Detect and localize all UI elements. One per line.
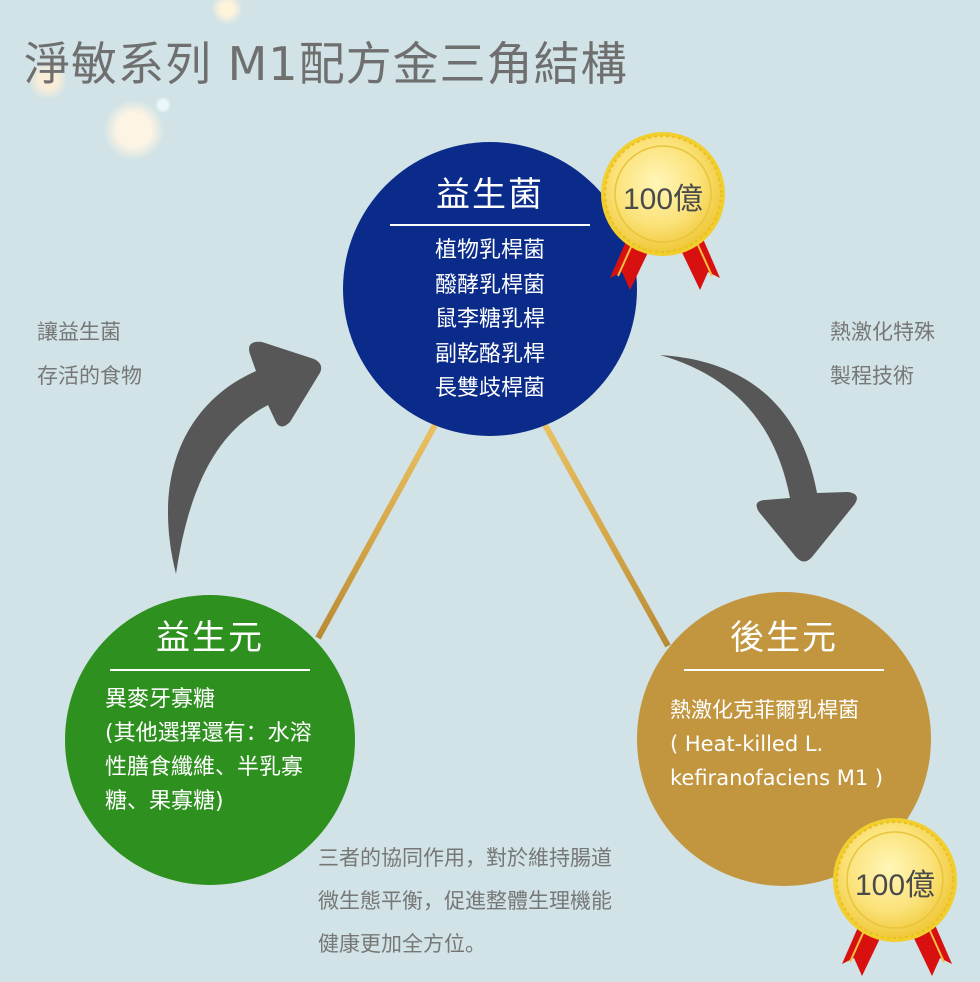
bokeh-decoration (30, 60, 66, 100)
curved-arrow-down-icon (660, 355, 857, 562)
prebiotic-note: 讓益生菌 存活的食物 (37, 310, 142, 398)
triangle-edge-right (542, 423, 671, 648)
gold-medal-ribbon-icon: 100億 (600, 132, 730, 292)
list-item: 長雙歧桿菌 (434, 376, 545, 401)
bokeh-decoration (155, 97, 171, 113)
list-item: 鼠李糖乳桿 (434, 307, 545, 332)
medal-label: 100億 (854, 869, 936, 902)
list-item: 醱酵乳桿菌 (434, 272, 545, 298)
prebiotic-text: 異麥牙寡糖 (其他選擇還有：水溶 性膳食纖維、半乳寡 糖、果寡糖) (65, 683, 355, 819)
text-line: 微生態平衡，促進整體生理機能 (318, 889, 612, 913)
prebiotic-circle: 益生元 異麥牙寡糖 (其他選擇還有：水溶 性膳食纖維、半乳寡 糖、果寡糖) (65, 595, 355, 885)
text-line: kefiranofaciens M1 ) (670, 766, 884, 790)
medal-graphic (833, 818, 957, 976)
text-line: 熱激化克菲爾乳桿菌 (670, 698, 859, 722)
bokeh-decoration (104, 100, 164, 160)
postbiotic-note: 熱激化特殊 製程技術 (830, 310, 935, 398)
page-title: 淨敏系列 M1配方金三角結構 (24, 37, 628, 91)
curved-arrow-up-right-icon (167, 341, 322, 574)
bokeh-decoration (212, 0, 242, 24)
text-line: 熱激化特殊 (830, 320, 935, 344)
text-line: 異麥牙寡糖 (105, 687, 216, 712)
probiotic-list: 植物乳桿菌 醱酵乳桿菌 鼠李糖乳桿 副乾酪乳桿 長雙歧桿菌 (435, 234, 545, 407)
text-line: 三者的協同作用，對於維持腸道 (318, 846, 612, 870)
list-item: 植物乳桿菌 (434, 238, 545, 263)
text-line: 讓益生菌 (37, 320, 121, 344)
divider (110, 669, 310, 671)
probiotic-title: 益生菌 (436, 175, 544, 215)
text-line: 糖、果寡糖) (105, 789, 224, 814)
gold-medal-ribbon-icon: 100億 (832, 818, 962, 978)
text-line: 健康更加全方位。 (318, 932, 486, 956)
probiotic-circle: 益生菌 植物乳桿菌 醱酵乳桿菌 鼠李糖乳桿 副乾酪乳桿 長雙歧桿菌 (343, 142, 637, 436)
synergy-note: 三者的協同作用，對於維持腸道 微生態平衡，促進整體生理機能 健康更加全方位。 (318, 837, 678, 966)
text-line: 性膳食纖維、半乳寡 (105, 755, 304, 780)
text-line: (其他選擇還有：水溶 (105, 721, 312, 746)
postbiotic-title: 後生元 (730, 618, 838, 658)
text-line: ( Heat-killed L. (670, 732, 824, 756)
text-line: 存活的食物 (37, 364, 142, 388)
medal-label: 100億 (622, 183, 704, 216)
prebiotic-title: 益生元 (156, 618, 264, 658)
divider (390, 224, 590, 226)
list-item: 副乾酪乳桿 (434, 341, 545, 367)
medal-graphic (601, 132, 725, 290)
divider (684, 669, 884, 671)
text-line: 製程技術 (830, 364, 914, 388)
triangle-edge-left (315, 423, 438, 640)
postbiotic-text: 熱激化克菲爾乳桿菌 ( Heat-killed L. kefiranofacie… (637, 693, 920, 795)
